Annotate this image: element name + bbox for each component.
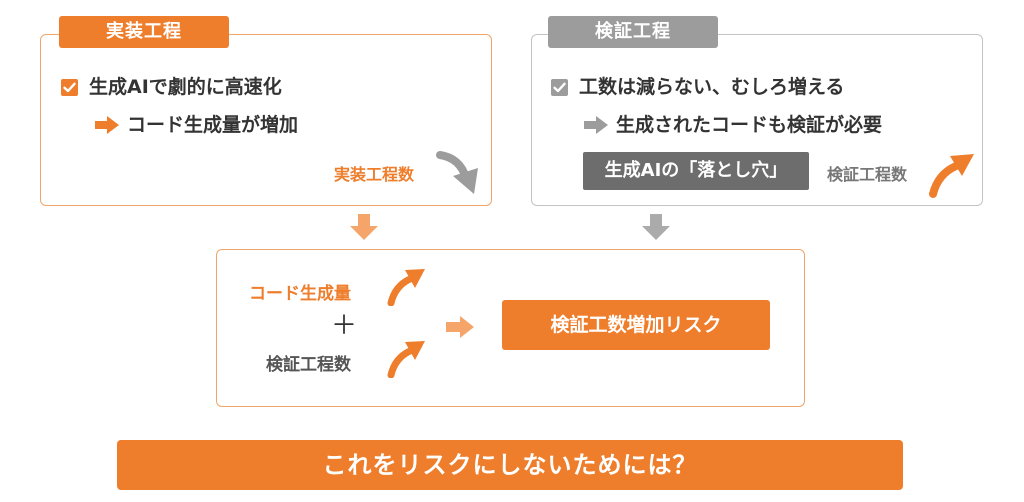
implementation-main-item: 生成AIで劇的に高速化: [89, 76, 282, 98]
verification-tab: 検証工程: [548, 16, 718, 48]
trend-down-arrow-icon: [436, 151, 478, 194]
implementation-counter-label: 実装工程数: [334, 165, 415, 184]
checkbox-icon: [551, 79, 568, 96]
right-arrow-icon: [446, 316, 474, 338]
verification-main-item: 工数は減らない、むしろ増える: [579, 76, 845, 98]
down-arrow-icon: [642, 214, 670, 240]
risk-result-box: 検証工数増加リスク: [502, 300, 770, 350]
right-arrow-icon: [584, 116, 608, 134]
pitfall-badge: 生成AIの「落とし穴」: [583, 152, 809, 190]
question-banner: これをリスクにしないためには？: [117, 440, 903, 490]
checkbox-icon: [61, 79, 78, 96]
trend-up-arrow-icon: [929, 154, 974, 198]
right-arrow-icon: [95, 116, 119, 134]
plus-sign: ＋: [331, 311, 358, 341]
trend-up-arrow-icon: [387, 341, 425, 378]
implementation-panel: [40, 34, 492, 206]
down-arrow-icon: [350, 214, 378, 240]
verification-sub-item: 生成されたコードも検証が必要: [616, 114, 883, 136]
implementation-sub-item: コード生成量が増加: [127, 114, 299, 136]
verification-steps-label: 検証工程数: [266, 355, 351, 375]
trend-up-arrow-icon: [387, 269, 425, 306]
implementation-tab: 実装工程: [59, 16, 229, 48]
verification-counter-label: 検証工程数: [827, 165, 908, 184]
code-volume-label: コード生成量: [249, 284, 351, 304]
